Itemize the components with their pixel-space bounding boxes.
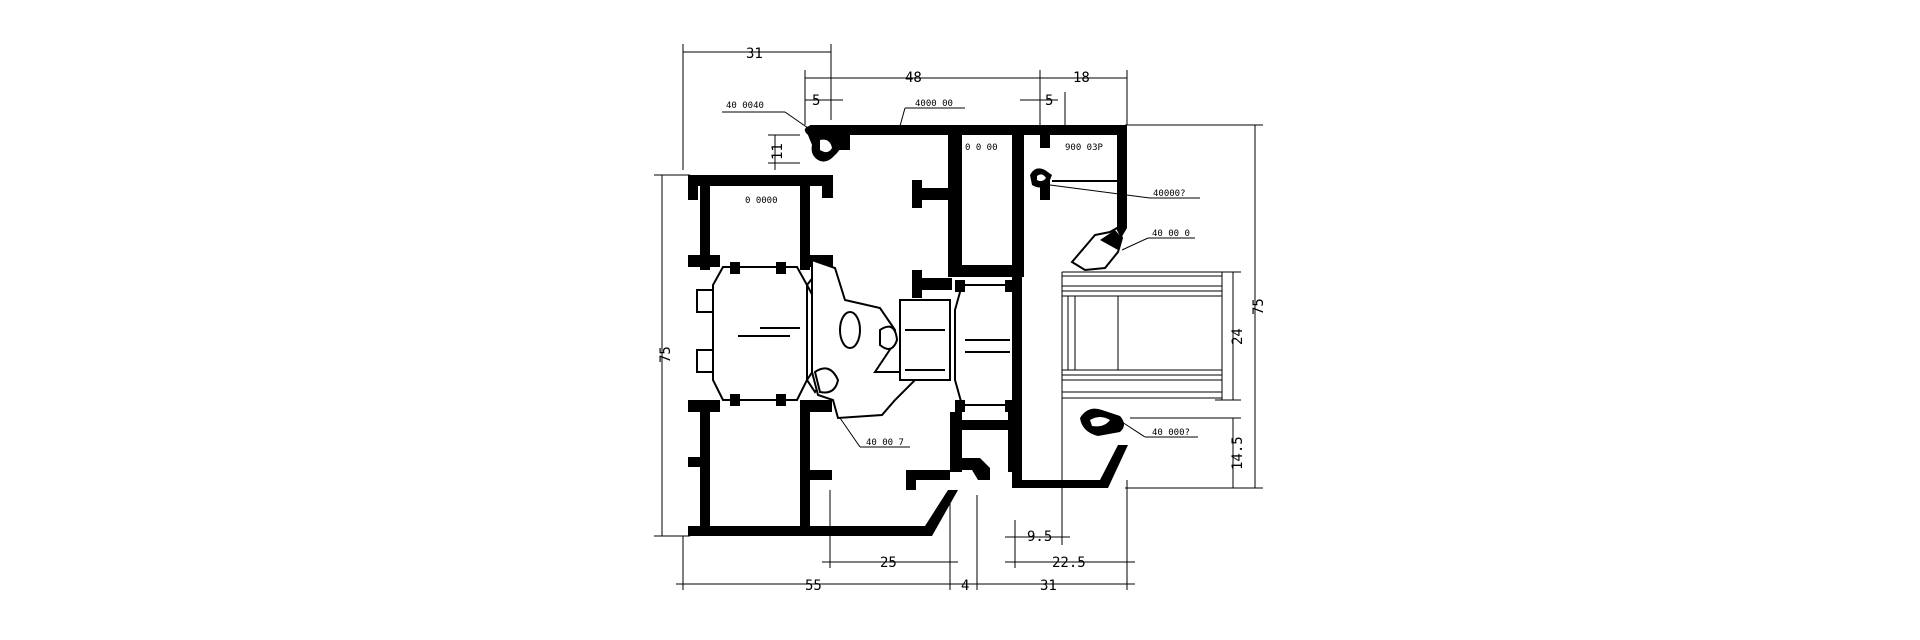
- dim-bottom-31: 31: [1040, 578, 1057, 594]
- part-code-c5: 40000?: [1153, 189, 1186, 199]
- dim-bottom-55: 55: [805, 578, 822, 594]
- part-code-c4: 900 03P: [1065, 143, 1104, 153]
- frame-bottom-chamber: [688, 400, 958, 536]
- profile-sections: [688, 125, 1223, 536]
- dim-bottom-9-5: 9.5: [1027, 529, 1052, 545]
- part-code-labels: 40 0040 4000 00 0 0 00 900 03P 40000? 40…: [726, 99, 1190, 448]
- frame-thermal-break: [696, 262, 827, 406]
- sash-bottom: [950, 270, 1128, 488]
- top-gaskets: [804, 125, 1052, 188]
- dim-right-24: 24: [1230, 328, 1246, 345]
- part-code-c1: 40 0040: [726, 101, 764, 111]
- dim-bottom-4: 4: [961, 578, 969, 594]
- dim-top-31: 31: [746, 46, 763, 62]
- sash-chamber: [810, 125, 1045, 381]
- dim-top-18: 18: [1073, 70, 1090, 86]
- sash-thermal-break: [954, 280, 1019, 412]
- part-code-c3: 0 0 00: [965, 143, 998, 153]
- dim-top-5b: 5: [1045, 93, 1053, 109]
- frame-top-chamber: [688, 175, 833, 270]
- part-code-c7: 0 0000: [745, 196, 778, 206]
- leader-lines: [722, 107, 1200, 448]
- dim-right-14-5: 14.5: [1230, 436, 1246, 470]
- dim-left-75: 75: [658, 346, 674, 363]
- part-code-c2: 4000 00: [915, 99, 953, 109]
- glass-unit: [1061, 271, 1223, 400]
- dim-top-5a: 5: [812, 93, 820, 109]
- part-code-c6: 40 00 0: [1152, 229, 1190, 239]
- dim-top-48: 48: [905, 70, 922, 86]
- dim-left-11: 11: [770, 143, 786, 160]
- sash-center-gasket: [811, 258, 916, 420]
- glazing-gasket-top: [1070, 226, 1124, 272]
- glazing-gasket-bottom: [1080, 408, 1124, 436]
- dimension-labels: 31 48 18 5 5 11 75 75 24 14.5 9.5 22.5 2…: [658, 46, 1267, 594]
- dim-bottom-25: 25: [880, 555, 897, 571]
- dim-bottom-22-5: 22.5: [1052, 555, 1086, 571]
- part-code-c9: 40 000?: [1152, 428, 1190, 438]
- part-code-c8: 40 00 7: [866, 438, 904, 448]
- dim-right-75: 75: [1251, 298, 1267, 315]
